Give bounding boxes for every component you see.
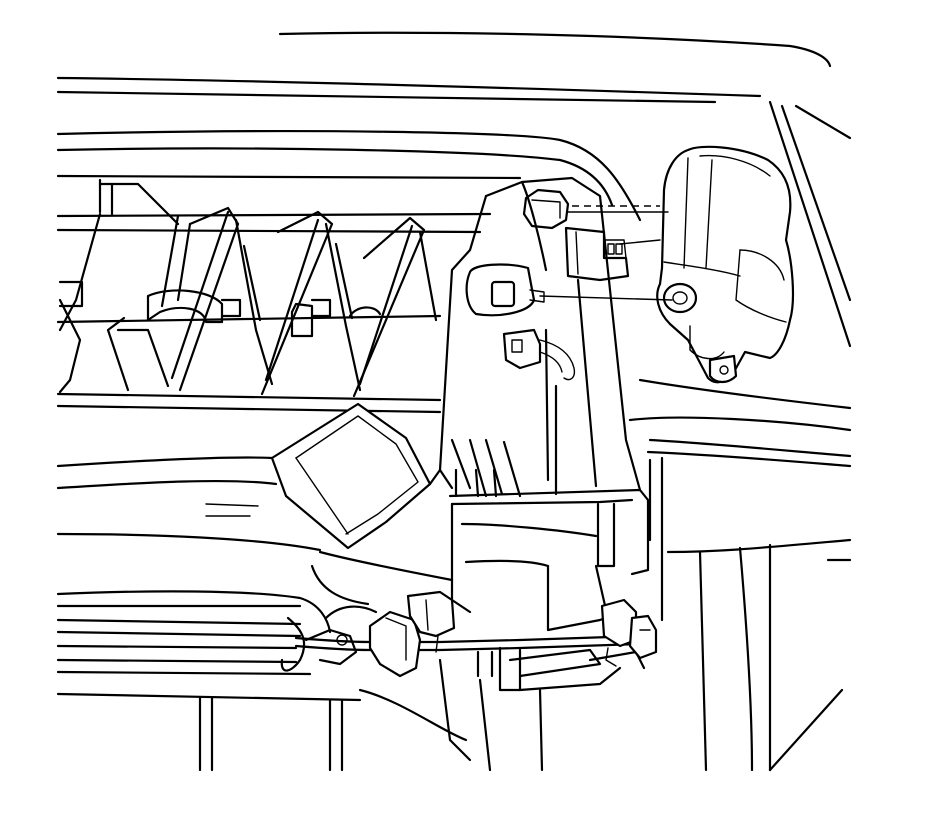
harness-clips [368,590,658,678]
lower-trim-panel [56,550,454,772]
air-duct [56,402,442,552]
right-body-panel [628,100,852,772]
harness-clip-upper [502,328,576,381]
hvac-module-housing [438,176,650,632]
blend-door-actuator [656,145,795,384]
actuator-electrical-connector [564,226,630,282]
wiring-harness [280,605,646,772]
alignment-leader-lines [539,205,673,301]
actuator-mounting-screw [465,263,545,317]
dash-panel-cross-braces [56,178,492,414]
upper-dash-trim [56,31,832,222]
